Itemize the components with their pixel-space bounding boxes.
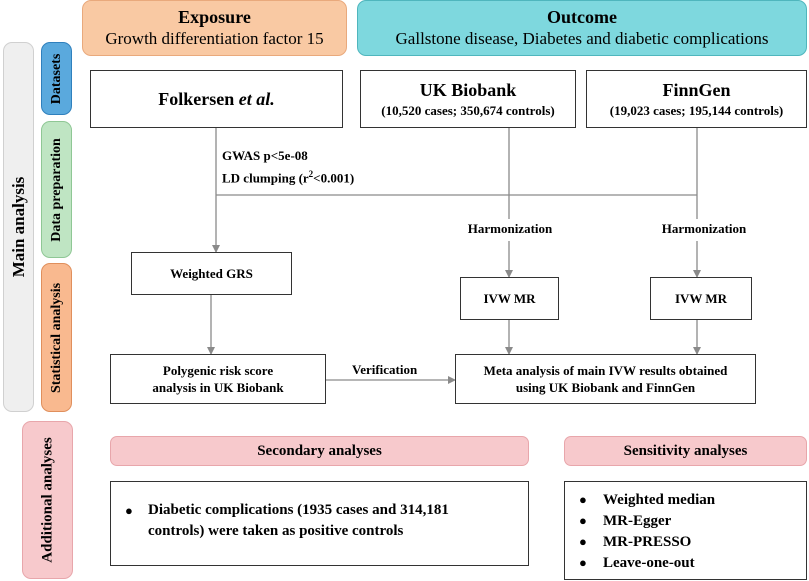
outcome-subtitle: Gallstone disease, Diabetes and diabetic… — [395, 29, 769, 48]
sensitivity-item-mr-presso: MR-PRESSO — [603, 534, 692, 550]
finngen-title: FinnGen — [662, 80, 731, 100]
folkersen-dataset-box: Folkersen et al. — [90, 70, 343, 128]
ivw-mr-box-finngen: IVW MR — [650, 277, 752, 320]
meta-analysis-box: Meta analysis of main IVW results obtain… — [455, 354, 756, 404]
datasets-text: Datasets — [48, 53, 64, 104]
data-preparation-text: Data preparation — [48, 137, 64, 242]
main-analysis-text: Main analysis — [8, 176, 28, 278]
verification-label: Verification — [352, 362, 418, 377]
sensitivity-item-mr-egger: MR-Egger — [603, 513, 672, 529]
ivw-mr-box-ukb: IVW MR — [460, 277, 559, 320]
ld-clumping: LD clumping (r2<0.001) — [222, 169, 355, 186]
bullet-icon: ● — [579, 492, 587, 507]
secondary-analyses-box: ● Diabetic complications (1935 cases and… — [110, 481, 529, 566]
secondary-analyses-header: Secondary analyses — [110, 436, 529, 466]
uk-biobank-counts: (10,520 cases; 350,674 controls) — [381, 103, 555, 118]
folkersen-suffix: et al. — [238, 88, 275, 109]
harmonization-label-finngen: Harmonization — [659, 221, 749, 236]
sensitivity-item-leave-one-out: Leave-one-out — [603, 555, 695, 571]
finngen-counts: (19,023 cases; 195,144 controls) — [609, 103, 784, 118]
polygenic-risk-score-box: Polygenic risk score analysis in UK Biob… — [110, 354, 326, 404]
exposure-header: Exposure Growth differentiation factor 1… — [82, 0, 347, 56]
finngen-box: FinnGen (19,023 cases; 195,144 controls) — [586, 70, 807, 128]
gwas-threshold: GWAS p<5e-08 — [222, 148, 308, 163]
sensitivity-analyses-box: ● Weighted median ● MR-Egger ● MR-PRESSO… — [564, 481, 807, 580]
exposure-title: Exposure — [178, 7, 251, 27]
statistical-analysis-text: Statistical analysis — [48, 282, 64, 393]
gwas-criteria-note: GWAS p<5e-08 LD clumping (r2<0.001) — [222, 147, 354, 187]
bullet-icon: ● — [579, 534, 587, 549]
sensitivity-analyses-header: Sensitivity analyses — [564, 436, 807, 466]
uk-biobank-box: UK Biobank (10,520 cases; 350,674 contro… — [360, 70, 576, 128]
sensitivity-item-weighted-median: Weighted median — [603, 492, 716, 508]
statistical-analysis-label: Statistical analysis — [41, 263, 72, 412]
outcome-header: Outcome Gallstone disease, Diabetes and … — [357, 0, 807, 56]
weighted-grs-box: Weighted GRS — [131, 252, 292, 295]
harmonization-label-ukb: Harmonization — [465, 221, 555, 236]
exposure-subtitle: Growth differentiation factor 15 — [105, 29, 324, 48]
secondary-item: Diabetic complications (1935 cases and 3… — [148, 502, 449, 539]
outcome-title: Outcome — [547, 7, 617, 27]
bullet-icon: ● — [579, 555, 587, 570]
folkersen-name: Folkersen — [158, 88, 235, 109]
data-preparation-label: Data preparation — [41, 121, 72, 258]
datasets-label: Datasets — [41, 42, 72, 115]
uk-biobank-title: UK Biobank — [419, 80, 517, 100]
bullet-icon: ● — [125, 503, 133, 518]
additional-analyses-text: Additional analyses — [39, 437, 55, 563]
main-analysis-label: Main analysis — [3, 42, 34, 412]
additional-analyses-label: Additional analyses — [22, 421, 73, 579]
bullet-icon: ● — [579, 513, 587, 528]
